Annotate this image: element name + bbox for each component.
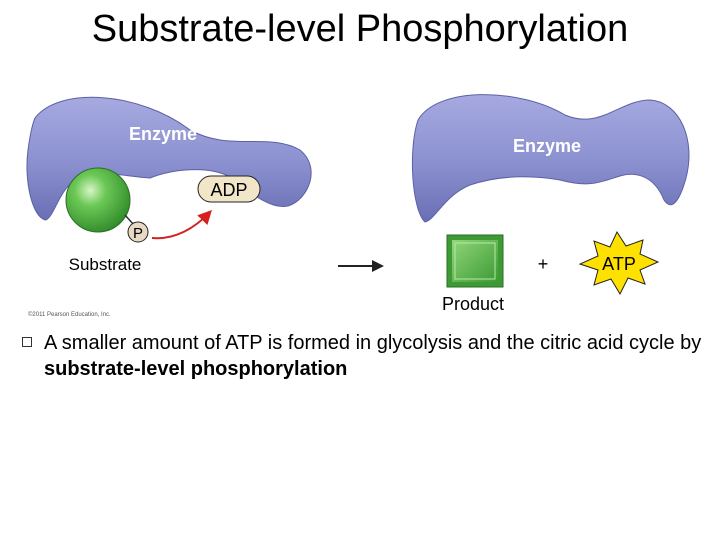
product-label: Product (442, 294, 504, 314)
reaction-arrow (338, 260, 384, 272)
bullet-text-bold: substrate-level phosphorylation (44, 358, 348, 380)
atp-star (578, 230, 660, 296)
slide-title: Substrate-level Phosphorylation (91, 8, 629, 50)
phosphate-transfer-arrow (151, 209, 212, 240)
bullet-text-plain: A smaller amount of ATP is formed in gly… (44, 332, 702, 354)
bullet-text: A smaller amount of ATP is formed in gly… (44, 330, 702, 382)
enzyme-left-label: Enzyme (129, 124, 197, 144)
phosphate-circle (127, 221, 149, 243)
substrate-label: Substrate (69, 255, 142, 274)
adp-badge (197, 175, 261, 203)
enzyme-right-shape (411, 94, 690, 223)
substrate-ball (65, 167, 131, 233)
copyright-notice: ©2011 Pearson Education, Inc. (28, 311, 111, 318)
adp-label: ADP (210, 180, 247, 200)
enzyme-right-label: Enzyme (513, 136, 581, 156)
product-cube (446, 234, 504, 288)
atp-label: ATP (602, 254, 636, 274)
plus-sign: + (538, 254, 549, 274)
square-bullet-icon (22, 337, 32, 347)
phosphate-label: P (133, 225, 143, 242)
bullet-item: A smaller amount of ATP is formed in gly… (22, 330, 702, 382)
